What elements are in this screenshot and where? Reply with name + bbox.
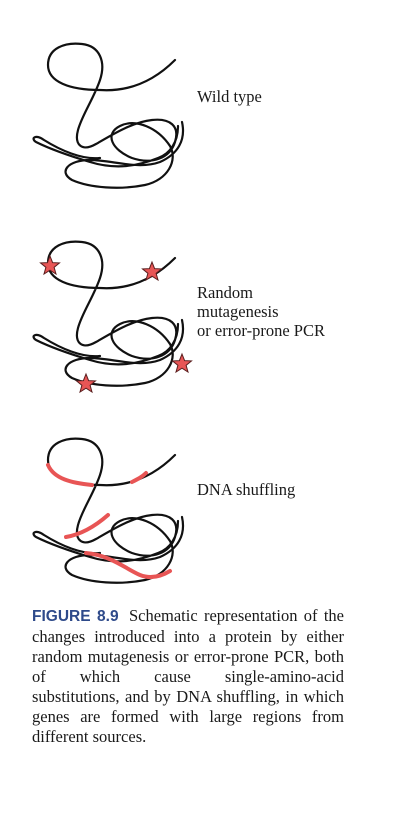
- mutation-star-marker: [39, 254, 61, 276]
- shuffled-segment: [64, 513, 110, 539]
- shuffled-segment: [130, 471, 148, 484]
- protein-strand: [32, 240, 185, 387]
- mutation-star-marker: [75, 372, 97, 394]
- protein-strand: [32, 42, 185, 189]
- panel-dna-shuffling: DNA shuffling: [0, 425, 418, 595]
- figure-caption: FIGURE 8.9 Schematic representation of t…: [32, 606, 344, 747]
- panel-wild-type: Wild type: [0, 30, 418, 200]
- caption-text: Schematic representation of the changes …: [32, 606, 344, 746]
- mutation-star-marker: [171, 352, 193, 374]
- panel-label: Random mutagenesis or error-prone PCR: [197, 283, 325, 340]
- panel-random-mutagenesis: Random mutagenesis or error-prone PCR: [0, 228, 418, 398]
- protein-strand-diagram: [32, 42, 185, 189]
- shuffled-segment: [84, 551, 172, 580]
- panel-label: Wild type: [197, 87, 262, 106]
- panel-label: DNA shuffling: [197, 480, 296, 499]
- mutation-star-marker: [141, 260, 163, 282]
- protein-strand-diagram: [32, 437, 185, 584]
- protein-strand-diagram: [32, 240, 193, 394]
- shuffled-segment: [46, 463, 94, 487]
- protein-strand: [32, 437, 185, 584]
- figure-number: FIGURE 8.9: [32, 608, 119, 625]
